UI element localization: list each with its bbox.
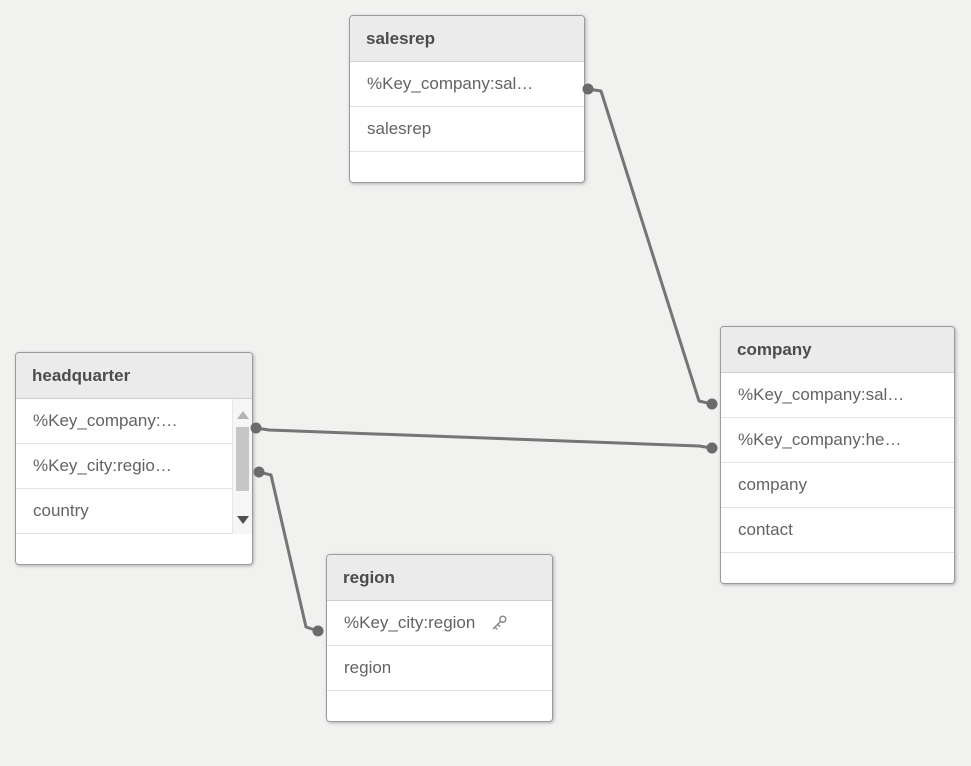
field-row-key-city-regio[interactable]: %Key_city:regio… xyxy=(16,444,252,489)
field-label: %Key_company:sal… xyxy=(738,385,905,404)
connection-endpoint-dot xyxy=(253,466,265,478)
connection-line xyxy=(587,87,713,406)
field-label: company xyxy=(738,475,807,494)
table-title: salesrep xyxy=(366,29,435,48)
empty-row xyxy=(16,534,252,564)
field-row-region[interactable]: region xyxy=(327,646,552,691)
field-label: %Key_company:he… xyxy=(738,430,902,449)
connection-endpoint-dot xyxy=(706,442,718,454)
table-body: %Key_company:sal… salesrep xyxy=(350,62,584,152)
field-row-contact[interactable]: contact xyxy=(721,508,954,553)
table-salesrep[interactable]: salesrep %Key_company:sal… salesrep xyxy=(349,15,585,183)
table-region-header[interactable]: region xyxy=(327,555,552,601)
field-label: %Key_city:region xyxy=(344,613,476,632)
table-company-header[interactable]: company xyxy=(721,327,954,373)
table-headquarter[interactable]: headquarter %Key_company:… %Key_city:reg… xyxy=(15,352,253,565)
field-row-company[interactable]: company xyxy=(721,463,954,508)
table-body: %Key_company:… %Key_city:regio… country xyxy=(16,399,252,534)
table-company[interactable]: company %Key_company:sal… %Key_company:h… xyxy=(720,326,955,584)
field-label: salesrep xyxy=(367,119,432,138)
table-region[interactable]: region %Key_city:region region xyxy=(326,554,553,722)
field-label: country xyxy=(33,501,89,520)
connection-endpoint-dot xyxy=(312,625,324,637)
table-body: %Key_city:region region xyxy=(327,601,552,691)
table-title: company xyxy=(737,340,812,359)
scrollbar[interactable] xyxy=(232,399,252,534)
field-row-key-company-he[interactable]: %Key_company:he… xyxy=(721,418,954,463)
scroll-up-icon[interactable] xyxy=(236,411,249,419)
scroll-down-icon[interactable] xyxy=(236,516,249,524)
field-label: region xyxy=(344,658,392,677)
field-row-key-city-region[interactable]: %Key_city:region xyxy=(327,601,552,646)
table-title: headquarter xyxy=(32,366,131,385)
key-icon xyxy=(492,615,507,630)
connection-endpoint-dot xyxy=(706,398,718,410)
field-row-salesrep[interactable]: salesrep xyxy=(350,107,584,152)
empty-row xyxy=(721,553,954,583)
field-row-country[interactable]: country xyxy=(16,489,252,534)
empty-row xyxy=(350,152,584,182)
connection-line xyxy=(255,426,713,450)
field-label: contact xyxy=(738,520,793,539)
empty-row xyxy=(327,691,552,721)
field-row-key-company-sal[interactable]: %Key_company:sal… xyxy=(721,373,954,418)
field-label: %Key_company:sal… xyxy=(367,74,534,93)
table-salesrep-header[interactable]: salesrep xyxy=(350,16,584,62)
field-label: %Key_company:… xyxy=(33,411,178,430)
scrollbar-thumb[interactable] xyxy=(236,427,249,491)
field-row-key-company[interactable]: %Key_company:… xyxy=(16,399,252,444)
field-row-key-company-salesrep[interactable]: %Key_company:sal… xyxy=(350,62,584,107)
table-headquarter-header[interactable]: headquarter xyxy=(16,353,252,399)
field-label: %Key_city:regio… xyxy=(33,456,172,475)
connection-line xyxy=(258,470,319,633)
table-body: %Key_company:sal… %Key_company:he… compa… xyxy=(721,373,954,553)
table-title: region xyxy=(343,568,395,587)
